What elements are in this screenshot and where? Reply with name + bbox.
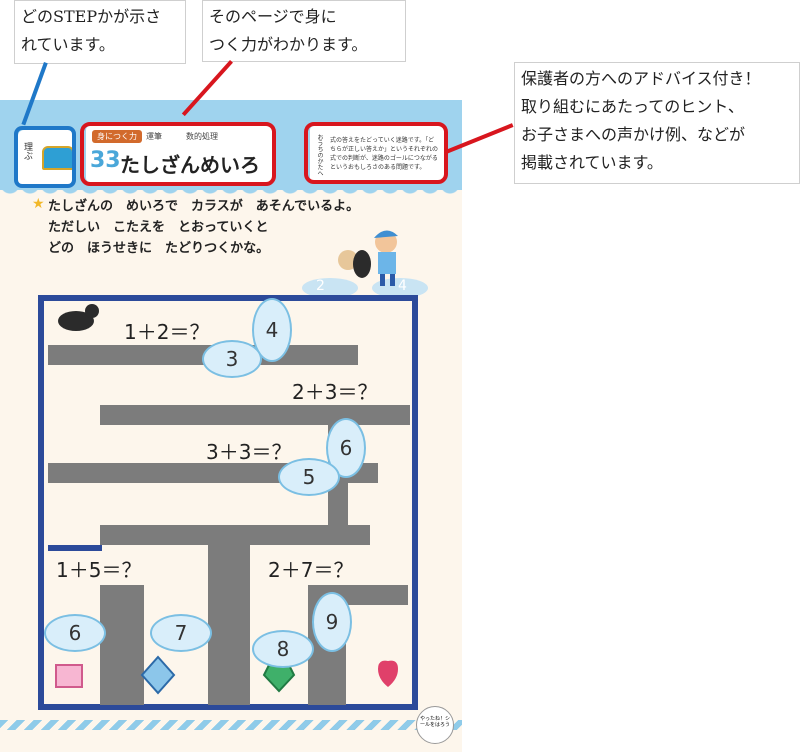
- bottom-wave: [0, 720, 462, 730]
- cloud-answer-9: 9: [312, 592, 352, 652]
- instruction-line-2: ただしい こたえを とおっていくと: [48, 220, 269, 235]
- callout-skill-line-2: つく力がわかります。: [209, 35, 368, 54]
- skill-highlight-box: [80, 122, 276, 186]
- callout-advice-line-2: 取り組むにあたってのヒント、: [521, 97, 744, 116]
- equation-4: 1＋5＝？: [56, 558, 142, 582]
- cloud-answer-7: 7: [150, 614, 212, 652]
- equation-1: 1＋2＝？: [124, 320, 210, 344]
- parent-advice: おうちのかたへ 式の答えをたどっていく迷路です。「どちらが正しい答えか」というそ…: [310, 126, 446, 182]
- equation-5: 2＋7＝？: [268, 558, 354, 582]
- cloud-answer-8: 8: [252, 630, 314, 668]
- skill-tag: 身につく力: [92, 130, 142, 143]
- crow-icon: [58, 311, 94, 331]
- treasure-chest-icon: [42, 146, 74, 170]
- cloud-number-2: 2: [316, 278, 325, 294]
- callout-advice: 保護者の方へのアドバイス付き！ 取り組むにあたってのヒント、 お子さまへの声かけ…: [514, 62, 800, 184]
- blue-gem-icon: [140, 655, 176, 695]
- step-highlight-box: [14, 126, 76, 188]
- instructions: たしざんの めいろで カラスが あそんでいるよ。 ただしい こたえを とおってい…: [48, 196, 359, 259]
- star-icon: ★: [32, 196, 45, 212]
- cloud-answer-4: 4: [252, 298, 292, 362]
- instruction-line-1: たしざんの めいろで カラスが あそんでいるよ。: [48, 199, 360, 214]
- sticker-badge: やったね！シールをはろう: [416, 706, 454, 744]
- advice-text: 式の答えをたどっていく迷路です。「どちらが正しい答えか」というそれぞれの式での判…: [330, 137, 439, 171]
- workbook-page: 理ぶ 身につく力 運筆 数的処理 33 たしざんめいろ おうちのかたへ 式の答え…: [0, 100, 462, 752]
- step-tab: 理ぶ: [18, 130, 74, 188]
- callout-advice-line-4: 掲載されています。: [521, 153, 663, 172]
- skill-item-unpitsu: 運筆: [146, 132, 162, 141]
- equation-2: 2＋3＝？: [292, 380, 378, 404]
- children-illustration: [302, 230, 428, 298]
- cloud-answer-6: 6: [44, 614, 106, 652]
- sticker-badge-text: やったね！シールをはろう: [420, 716, 451, 728]
- skill-item-number: 数的処理: [186, 132, 218, 141]
- callout-skill: そのページで身に つく力がわかります。: [202, 0, 406, 62]
- cloud-answer-5: 5: [278, 458, 340, 496]
- lesson-title: たしざんめいろ: [120, 153, 260, 177]
- instruction-line-3: どの ほうせきに たどりつくかな。: [48, 241, 270, 256]
- advice-label: おうちのかたへ: [316, 134, 323, 176]
- callout-step: どのSTEPかが示さ れています。: [14, 0, 186, 64]
- callout-advice-line-1: 保護者の方へのアドバイス付き！: [521, 69, 761, 88]
- lesson-header: 身につく力 運筆 数的処理 33 たしざんめいろ: [86, 126, 272, 182]
- equation-3: 3＋3＝？: [206, 440, 292, 464]
- lesson-number: 33: [90, 148, 121, 173]
- advice-highlight-box: [304, 122, 448, 184]
- callout-advice-line-3: お子さまへの声かけ例、などが: [521, 125, 746, 144]
- heart-gem-icon: [378, 660, 398, 687]
- cloud-answer-3: 3: [202, 340, 262, 378]
- callout-step-line-2: れています。: [21, 35, 115, 54]
- pink-gem-icon: [55, 664, 83, 688]
- callout-skill-line-1: そのページで身に: [209, 7, 337, 26]
- callout-step-line-1: どのSTEPかが示さ: [21, 7, 162, 26]
- step-label: 理ぶ: [22, 142, 32, 160]
- cloud-number-4: 4: [398, 278, 407, 294]
